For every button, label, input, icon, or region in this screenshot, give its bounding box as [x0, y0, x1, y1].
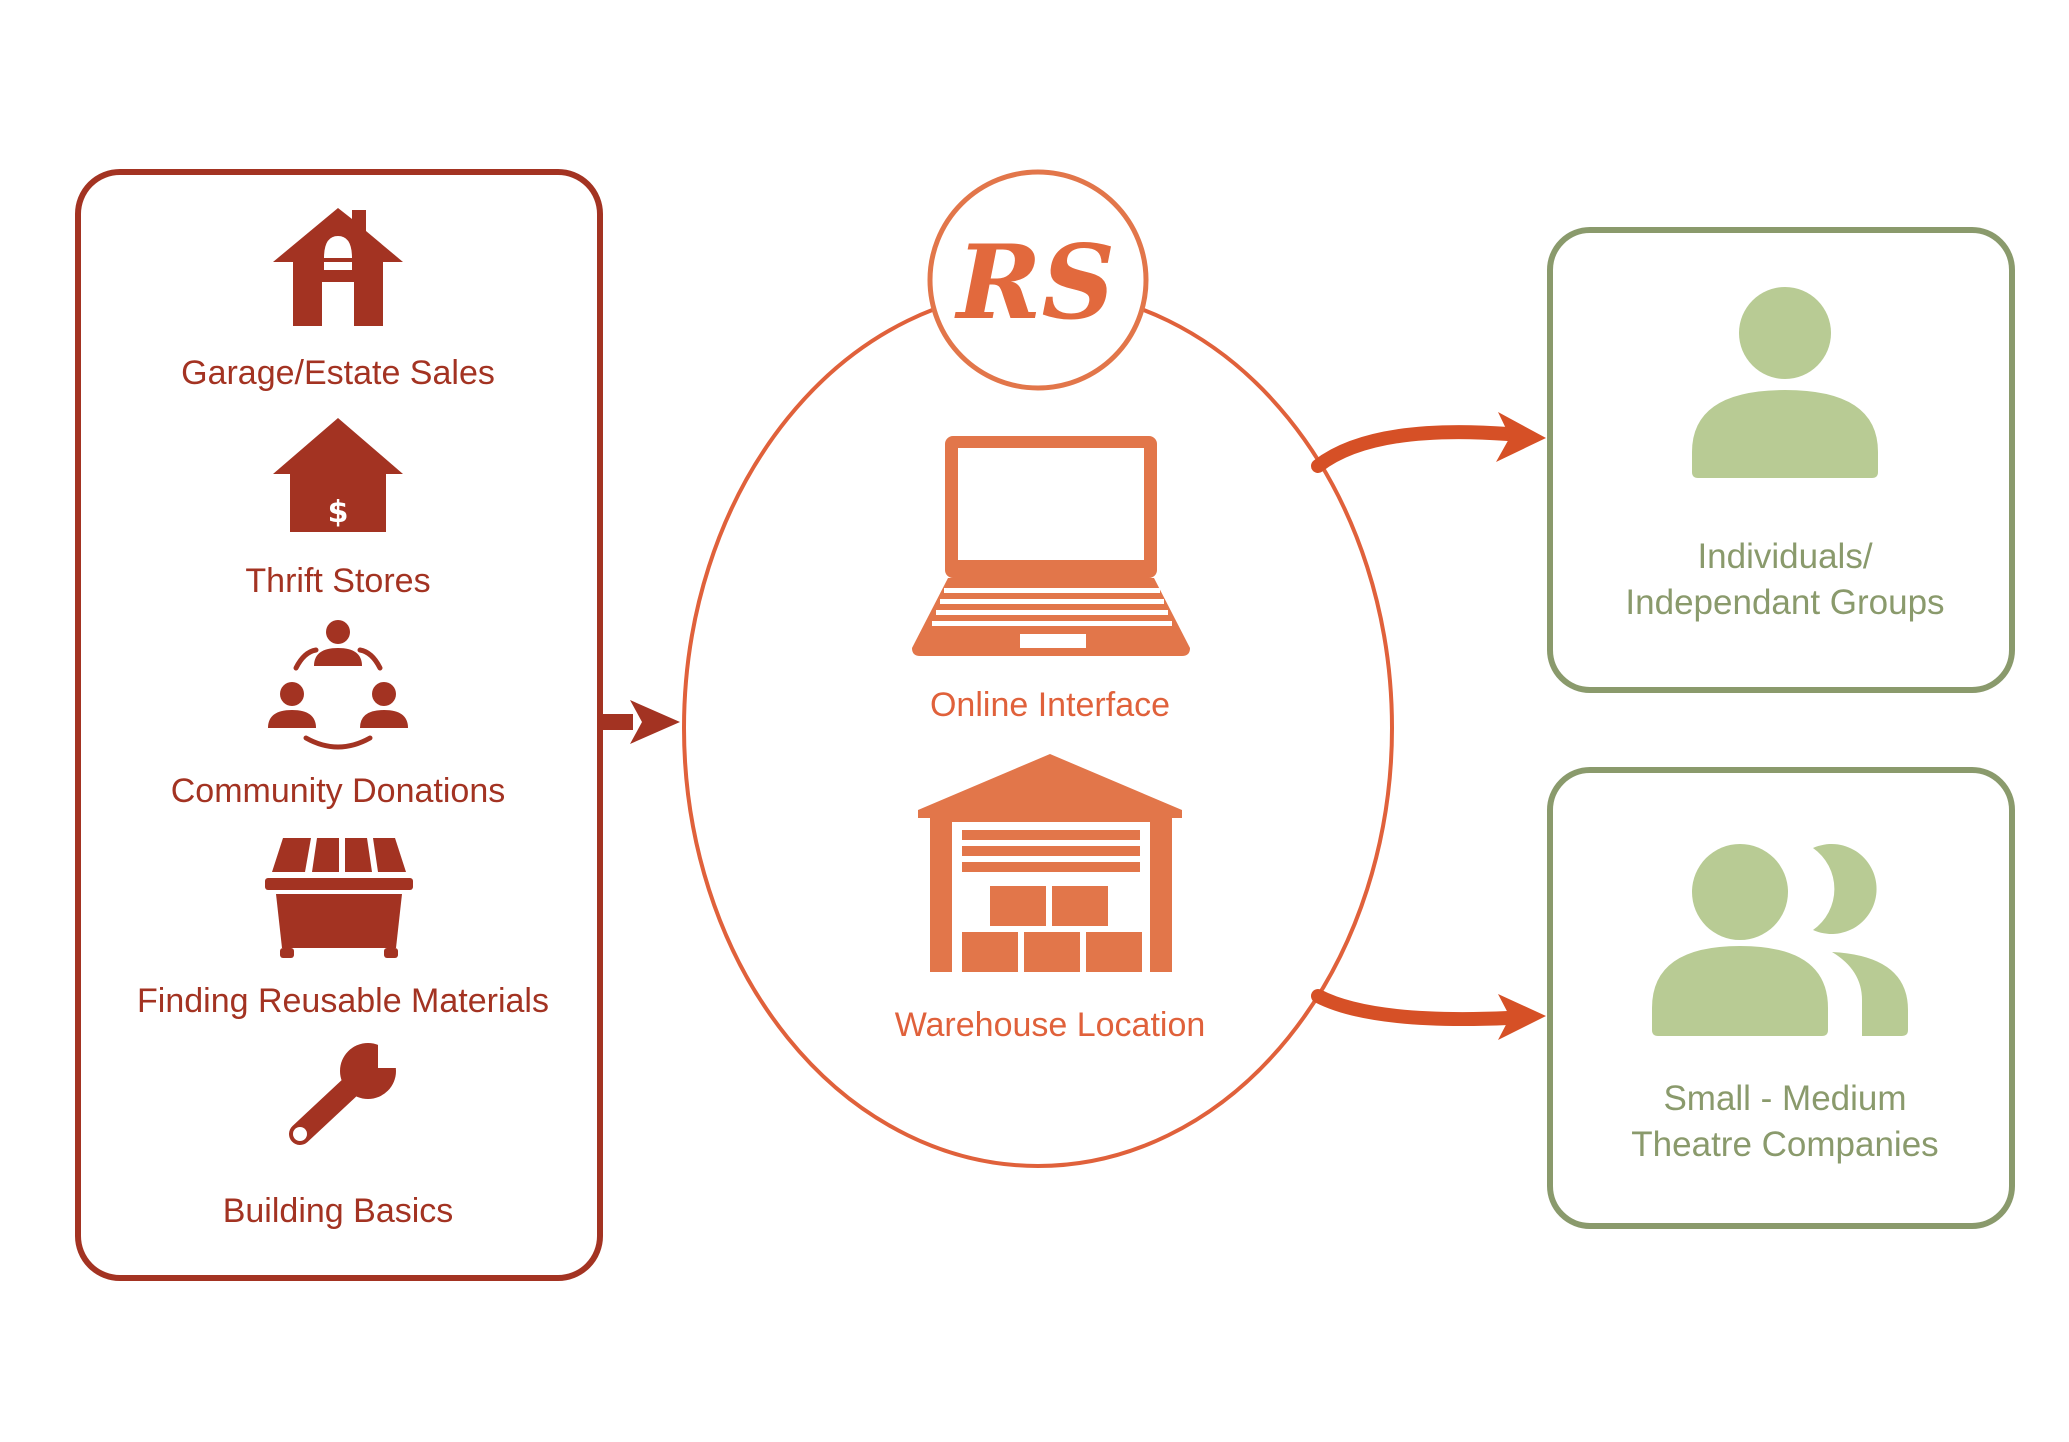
- arrow-sources-to-hub: [603, 700, 680, 744]
- source-label: Thrift Stores: [245, 562, 430, 600]
- audience-card-border: [1547, 767, 2015, 1229]
- audience-companies: Small - Medium Theatre Companies: [1547, 767, 2015, 1229]
- community-icon: [268, 620, 408, 750]
- group-icon: [1652, 844, 1908, 1036]
- wrench-icon: [289, 1042, 397, 1145]
- sources-panel-border: [75, 169, 603, 1281]
- laptop-icon: [912, 436, 1190, 656]
- hub-channel-label: Warehouse Location: [895, 1006, 1206, 1044]
- source-label: Building Basics: [223, 1192, 454, 1230]
- house-icon: [273, 208, 403, 326]
- audience-label-line: Theatre Companies: [1631, 1125, 1938, 1164]
- hub-channel-label: Online Interface: [930, 686, 1170, 724]
- audience-label-line: Individuals/: [1697, 537, 1872, 576]
- audience-label-line: Small - Medium: [1663, 1079, 1906, 1118]
- person-icon: [1692, 287, 1878, 478]
- audience-individuals: Individuals/ Independant Groups: [1547, 227, 2015, 693]
- arrow-hub-to-companies: [1311, 989, 1546, 1040]
- svg-text:$: $: [328, 495, 349, 530]
- logo-text: RS: [954, 223, 1115, 343]
- hub: RS Online Interface: [682, 169, 1394, 1168]
- dumpster-icon: [265, 838, 413, 958]
- shop-house-icon: $: [273, 418, 403, 532]
- logo-badge: RS: [927, 169, 1149, 391]
- source-label: Garage/Estate Sales: [181, 354, 495, 392]
- arrow-hub-to-individuals: [1311, 412, 1546, 473]
- sources-panel: Garage/Estate Sales $ Thrift Stores Comm…: [75, 169, 603, 1281]
- audience-card-border: [1547, 227, 2015, 693]
- warehouse-icon: [918, 754, 1182, 972]
- source-label: Community Donations: [171, 772, 505, 810]
- laptop-keyboard: [932, 588, 1172, 648]
- audience-label-line: Independant Groups: [1625, 583, 1944, 622]
- source-label: Finding Reusable Materials: [137, 982, 549, 1020]
